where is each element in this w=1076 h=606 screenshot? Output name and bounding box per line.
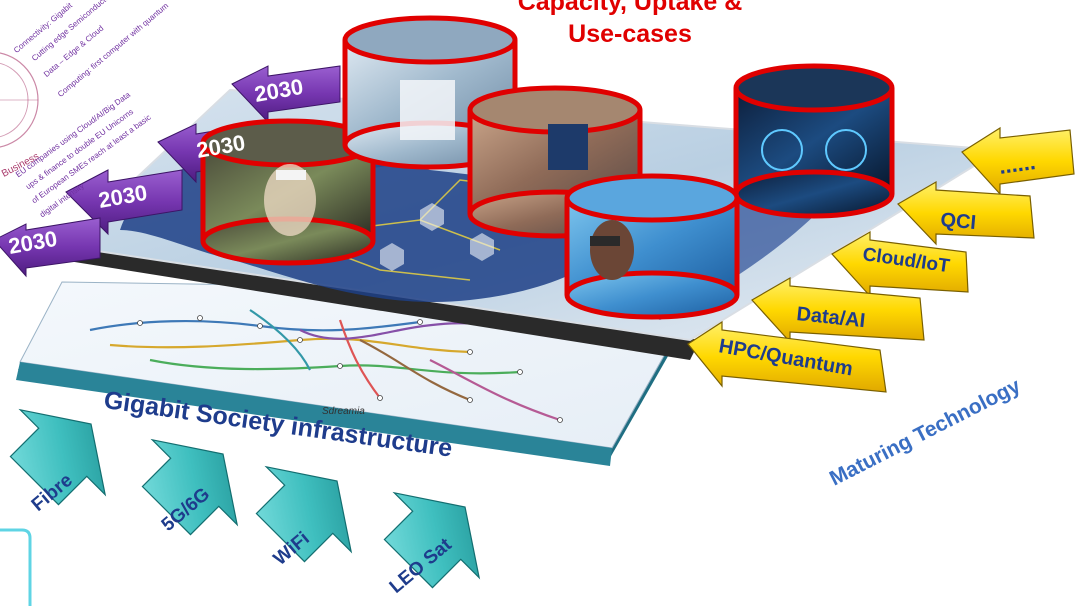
corner-panel (0, 52, 39, 148)
use-case-cylinders (200, 15, 895, 320)
use-case-cylinder-car-dashboard (733, 63, 895, 219)
use-case-cylinder-vr-woman (200, 118, 376, 266)
title-line-2: Use-cases (568, 20, 692, 48)
technology-label-1: ...... (997, 149, 1037, 179)
infrastructure-arrows (9, 408, 481, 589)
infrastructure-arrow-1 (9, 408, 107, 506)
technology-label-2: QCI (940, 209, 977, 234)
timeline-arrow-4 (0, 217, 101, 278)
infrastructure-arrow-2 (141, 438, 239, 536)
infrastructure-arrow-4 (383, 491, 481, 589)
infrastructure-arrow-3 (255, 465, 353, 563)
technology-arrow-5 (687, 320, 887, 393)
use-case-cylinder-vr-child (564, 173, 740, 320)
timeline-arrow-3 (65, 169, 183, 236)
title-line-1: Capacity, Uptake & (517, 0, 743, 16)
map-brand: Sdreamia (322, 406, 365, 417)
technology-arrows (687, 126, 1075, 393)
technology-arrow-2 (897, 180, 1035, 246)
frame-corner (0, 528, 32, 606)
diagram-title: Capacity, Uptake & Use-cases (440, 0, 820, 50)
technology-arrow-1 (961, 126, 1075, 196)
